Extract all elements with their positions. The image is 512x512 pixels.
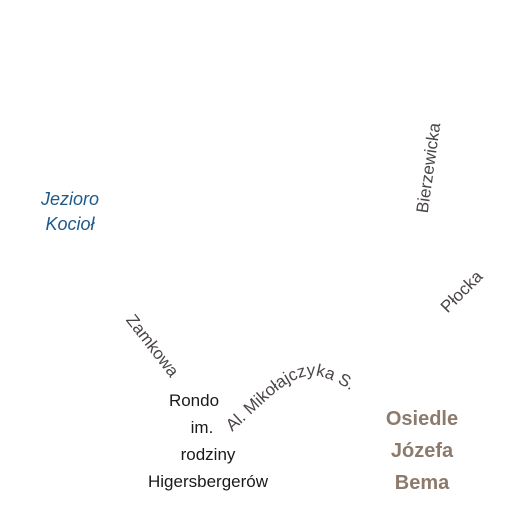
- lake-label-line: Kocioł: [45, 214, 95, 234]
- district-label-line: Józefa: [390, 440, 454, 462]
- roundabout-label-line: Higersbergerów: [148, 472, 268, 491]
- roundabout-label: Rondo im. rodziny Higersbergerów: [124, 387, 292, 495]
- lake-label: Jezioro Kocioł: [36, 187, 104, 237]
- roundabout-label-line: im.: [190, 418, 214, 437]
- district-label-line: Osiedle: [385, 408, 459, 430]
- district-label: Osiedle Józefa Bema: [362, 403, 482, 499]
- roundabout-label-line: Rondo: [168, 391, 220, 410]
- roundabout-label-line: rodziny: [180, 445, 236, 464]
- lake-label-line: Jezioro: [40, 189, 100, 209]
- district-label-line: Bema: [394, 472, 450, 494]
